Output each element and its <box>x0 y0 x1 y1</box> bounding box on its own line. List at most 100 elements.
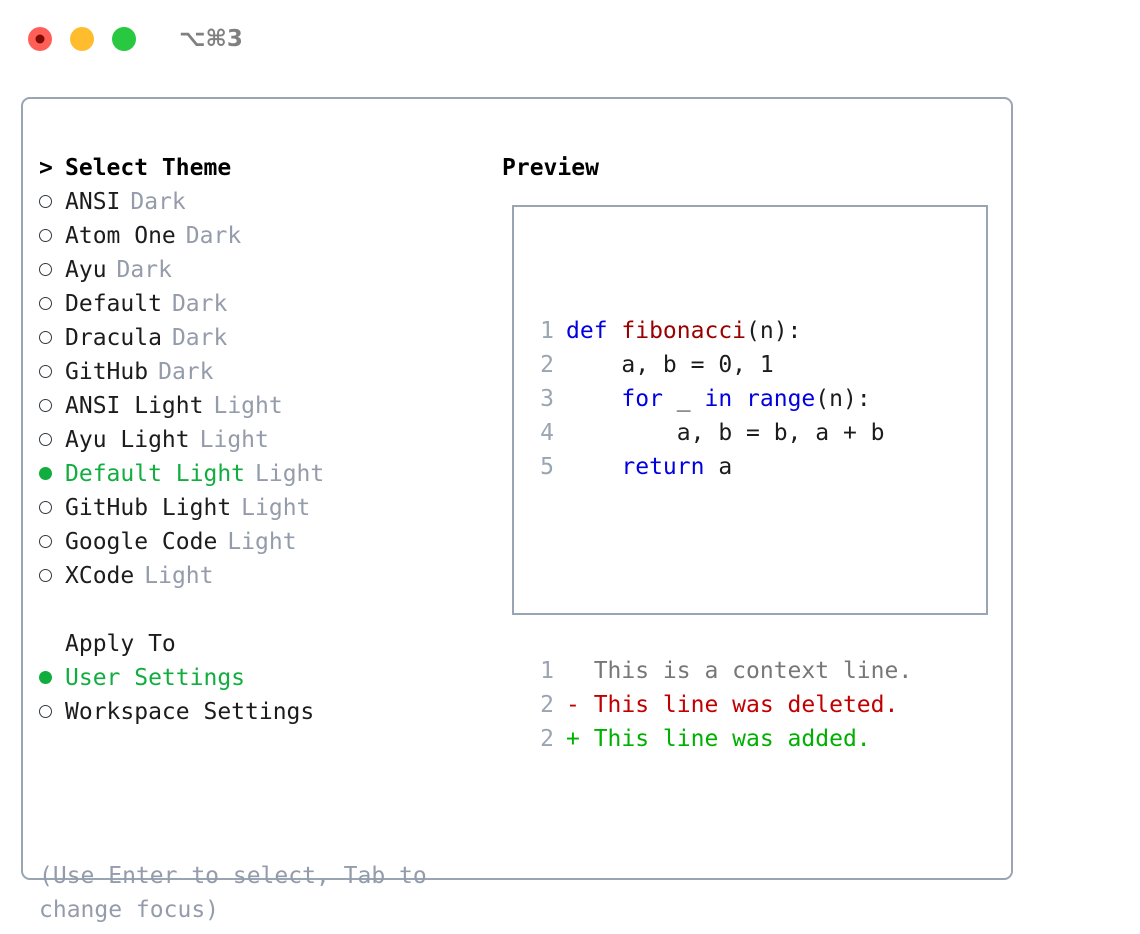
theme-list-item[interactable]: Ayu Dark <box>39 253 489 287</box>
theme-name-label: Default <box>65 291 162 317</box>
radio-unselected-icon <box>39 695 65 729</box>
code-token: def <box>566 318 622 344</box>
theme-list-item[interactable]: ANSI Light Light <box>39 389 489 423</box>
maximize-window-button[interactable] <box>112 27 136 51</box>
apply-to-item[interactable]: User Settings <box>39 661 489 695</box>
keyboard-shortcut-label: ⌥⌘3 <box>179 25 243 52</box>
apply-to-label: User Settings <box>65 665 246 691</box>
radio-dot <box>39 705 52 718</box>
theme-list-item[interactable]: Dracula Dark <box>39 321 489 355</box>
theme-name-label: Default Light <box>65 461 246 487</box>
caret-icon: > <box>39 155 53 181</box>
radio-dot <box>39 195 52 208</box>
theme-name-label: ANSI Light <box>65 393 204 419</box>
diff-text: + This line was added. <box>566 726 871 752</box>
line-number: 3 <box>540 386 554 412</box>
select-theme-heading: >Select Theme <box>39 151 489 185</box>
radio-dot <box>39 365 52 378</box>
radio-dot <box>39 501 52 514</box>
theme-name-label: Google Code <box>65 529 218 555</box>
line-number: 2 <box>540 692 554 718</box>
code-token: a <box>704 454 733 480</box>
radio-dot <box>39 297 52 310</box>
theme-name-label: Dracula <box>65 325 162 351</box>
apply-to-label: Workspace Settings <box>65 699 315 725</box>
theme-variant-tag: Dark <box>116 257 172 283</box>
radio-selected-icon <box>39 457 65 491</box>
theme-name-label: Ayu <box>65 257 107 283</box>
code-token: (n): <box>815 386 871 412</box>
minimize-window-button[interactable] <box>70 27 94 51</box>
apply-to-heading-label: Apply To <box>65 631 176 657</box>
section-spacer <box>39 593 489 627</box>
theme-name-label: XCode <box>65 563 135 589</box>
radio-unselected-icon <box>39 253 65 287</box>
apply-to-item[interactable]: Workspace Settings <box>39 695 489 729</box>
diff-line: 1 This is a context line. <box>532 654 912 688</box>
radio-dot <box>39 399 52 412</box>
code-token: fibonacci <box>621 318 747 344</box>
code-token <box>732 386 746 412</box>
radio-dot <box>39 535 52 548</box>
code-token: range <box>746 386 816 412</box>
theme-name-label: ANSI <box>65 189 121 215</box>
radio-unselected-icon <box>39 559 65 593</box>
radio-unselected-icon <box>39 389 65 423</box>
code-token: _ <box>662 386 705 412</box>
radio-unselected-icon <box>39 321 65 355</box>
diff-line: 2- This line was deleted. <box>532 688 912 722</box>
line-number: 1 <box>540 658 554 684</box>
line-number: 2 <box>540 352 554 378</box>
close-window-button[interactable] <box>28 27 52 51</box>
title-bar: ⌥⌘3 <box>0 0 1140 78</box>
line-number: 1 <box>540 318 554 344</box>
theme-list-item[interactable]: Default Light Light <box>39 457 489 491</box>
keyboard-hint-text: (Use Enter to select, Tab to change focu… <box>39 863 427 923</box>
code-line: 2 a, b = 0, 1 <box>532 348 912 382</box>
radio-dot <box>39 671 52 684</box>
code-token: (n): <box>746 318 802 344</box>
radio-dot <box>39 331 52 344</box>
line-number: 2 <box>540 726 554 752</box>
radio-unselected-icon <box>39 423 65 457</box>
code-token: return <box>621 454 705 480</box>
radio-unselected-icon <box>39 185 65 219</box>
radio-dot <box>39 467 52 480</box>
line-number: 4 <box>540 420 554 446</box>
theme-list-item[interactable]: Ayu Light Light <box>39 423 489 457</box>
radio-unselected-icon <box>39 219 65 253</box>
diff-text: This is a context line. <box>566 658 913 684</box>
code-token: in <box>704 386 733 412</box>
code-line: 5 return a <box>532 450 912 484</box>
theme-variant-tag: Light <box>255 461 325 487</box>
diff-sample-lines: 1 This is a context line.2- This line wa… <box>532 654 912 756</box>
preview-heading: Preview <box>502 155 599 181</box>
radio-dot <box>39 569 52 582</box>
radio-unselected-icon <box>39 525 65 559</box>
code-line: 3 for _ in range(n): <box>532 382 912 416</box>
diff-line: 2 + This line was added. <box>532 722 912 756</box>
theme-name-label: Ayu Light <box>65 427 190 453</box>
line-number: 5 <box>540 454 554 480</box>
code-blank-line <box>532 552 912 586</box>
theme-variant-tag: Light <box>241 495 311 521</box>
radio-unselected-icon <box>39 491 65 525</box>
radio-dot <box>39 263 52 276</box>
theme-variant-tag: Light <box>199 427 269 453</box>
radio-dot <box>39 433 52 446</box>
theme-variant-tag: Light <box>213 393 283 419</box>
theme-variant-tag: Dark <box>171 325 228 351</box>
code-line: 4 a, b = b, a + b <box>532 416 912 450</box>
